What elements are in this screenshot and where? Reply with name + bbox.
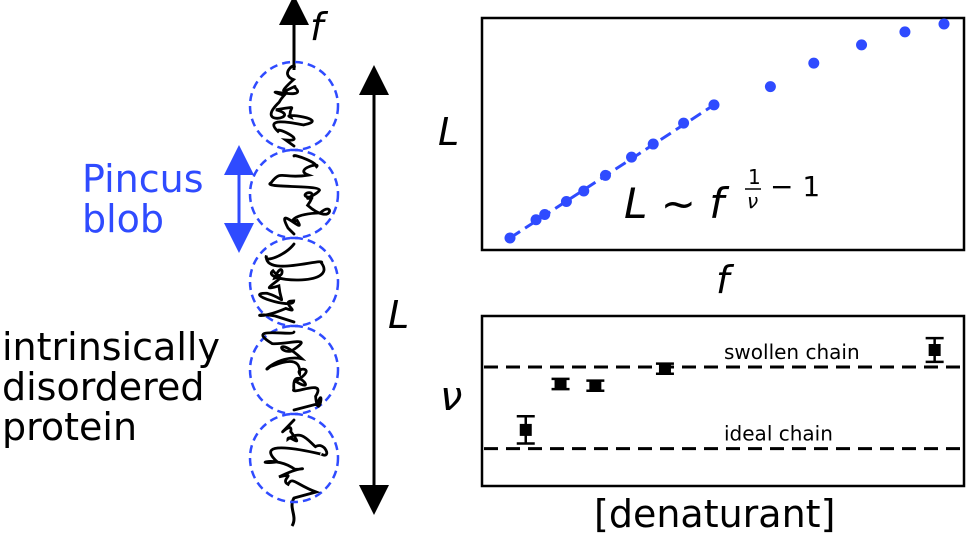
blob [248,412,340,504]
chain-coil [258,242,326,324]
blob [248,60,340,152]
data-point [578,185,590,197]
exponent-plot: swollen chain ideal chain ν [denaturant] [440,314,966,534]
bottom-ylabel: ν [440,374,462,420]
data-point [539,209,551,221]
chain-coil [268,154,331,236]
data-point-errorbar [516,415,535,445]
blob-circle [248,148,340,240]
protein-label-line3: protein [2,405,137,449]
data-point-errorbar [925,336,944,364]
reference-line-label: swollen chain [724,340,860,364]
data-point [928,344,941,356]
bottom-data-points [516,336,944,445]
data-point [856,39,868,51]
blob [248,148,340,240]
data-point [678,117,690,129]
blob-label-line1: Pincus [82,157,204,201]
blob-label-line2: blob [82,197,164,241]
top-data-points [504,18,950,244]
top-ylabel: L [438,110,459,154]
blob-circle [248,236,340,328]
blob [248,324,340,416]
data-point [647,138,659,150]
data-point [899,26,911,38]
data-point [938,18,950,30]
data-point [560,195,572,207]
blob-circle [248,412,340,504]
scaling-exp-tail: − 1 [770,170,820,203]
plot-frame-top [480,16,966,252]
schematic: f Pincus blob intrinsically disordered p… [2,0,409,527]
chain-coil [261,330,323,412]
scaling-exp-num: 1 [748,165,761,189]
plot-frame-bottom [480,314,966,488]
data-point-errorbar [551,377,570,391]
blob-circle [248,324,340,416]
reference-lines: swollen chain ideal chain [484,340,964,451]
data-point [504,232,516,244]
chain-coil [269,64,314,148]
data-point [530,214,542,226]
data-point [764,81,776,93]
force-extension-plot: L f L ~ f 1 ν − 1 [438,16,966,302]
scaling-exp-den: ν [747,189,758,213]
blob-circle [248,60,340,152]
pincus-blobs [248,60,340,504]
scaling-law: L ~ f [624,179,730,228]
reference-line-label: ideal chain [724,422,833,446]
data-point [658,362,671,375]
data-point [626,151,638,163]
force-label: f [310,5,329,49]
data-point [599,169,611,181]
top-xlabel: f [716,258,735,302]
protein-label-line1: intrinsically [2,325,220,369]
chain-coil [263,418,329,500]
data-point [708,99,720,111]
protein-label-line2: disordered [2,365,204,409]
data-point [589,379,602,392]
blob [248,236,340,328]
bottom-xlabel: [denaturant] [594,492,835,534]
tether-tail [290,497,296,527]
data-point [554,378,567,390]
data-point [519,423,532,436]
length-label: L [388,293,409,337]
data-point-errorbar [586,379,605,393]
data-point [808,57,820,69]
data-point-errorbar [655,362,674,376]
